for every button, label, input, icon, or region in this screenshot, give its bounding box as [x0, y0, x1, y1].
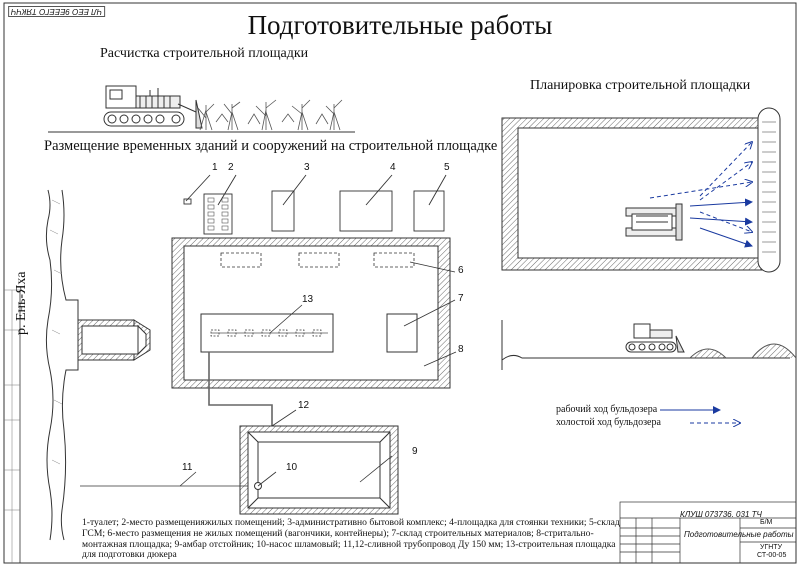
marker-8: 8 [458, 344, 464, 355]
section-placement: Размещение временных зданий и сооружений… [44, 138, 498, 154]
marker-11: 11 [182, 462, 193, 473]
river [45, 189, 151, 541]
equipment-parking [339, 190, 393, 232]
idle-path-arrows [649, 142, 752, 232]
margin-stamp-cells [4, 289, 20, 563]
spoil-bank [757, 107, 781, 273]
title-block-code: КЛУШ 073736. 031 ТЧ [680, 510, 762, 519]
marker-2: 2 [228, 162, 234, 173]
legend-idle-label: холостой ход бульдозера [556, 417, 661, 428]
section-leveling: Планировка строительной площадки [530, 78, 751, 93]
leveling-profile [501, 320, 797, 370]
page-title: Подготовительные работы [247, 10, 553, 40]
title-block [619, 501, 797, 564]
marker-1: 1 [212, 162, 218, 173]
marker-9: 9 [412, 446, 418, 457]
materials-store [386, 313, 418, 353]
marker-5: 5 [444, 162, 450, 173]
bulldozer-icon [103, 85, 203, 129]
clearing-scene [48, 85, 355, 133]
marker-4: 4 [390, 162, 396, 173]
legend-work-label: рабочий ход бульдозера [556, 404, 658, 415]
leveling-plan [501, 107, 781, 273]
shrubs-icon [197, 99, 343, 131]
legend-caption: 1-туалет; 2-место размещенияжилых помеще… [82, 517, 620, 561]
fuel-store [413, 190, 445, 232]
marker-13: 13 [302, 294, 314, 305]
river-label: р. Ень-Яха [14, 271, 29, 335]
temp-buildings [183, 174, 447, 235]
sump-pit [179, 425, 399, 515]
marker-7: 7 [458, 293, 464, 304]
construction-site [171, 237, 457, 389]
work-path-arrows [689, 198, 753, 248]
drain-pipeline [80, 352, 297, 487]
title-block-sheet: Б/М [760, 519, 773, 526]
admin-complex [271, 190, 295, 232]
bulldozer-side-icon [625, 323, 685, 353]
section-clearing: Расчистка строительной площадки [100, 46, 309, 61]
bulldozer-top-icon [625, 203, 683, 241]
marker-3: 3 [304, 162, 310, 173]
title-block-org: УГНТУ [760, 544, 783, 551]
title-block-name: Подготовительные работы [684, 530, 794, 539]
sheet-frame [3, 2, 797, 564]
title-block-group: СТ-00-05 [757, 552, 787, 559]
marker-10: 10 [286, 462, 298, 473]
marker-6: 6 [458, 265, 464, 276]
marker-12: 12 [298, 400, 310, 411]
